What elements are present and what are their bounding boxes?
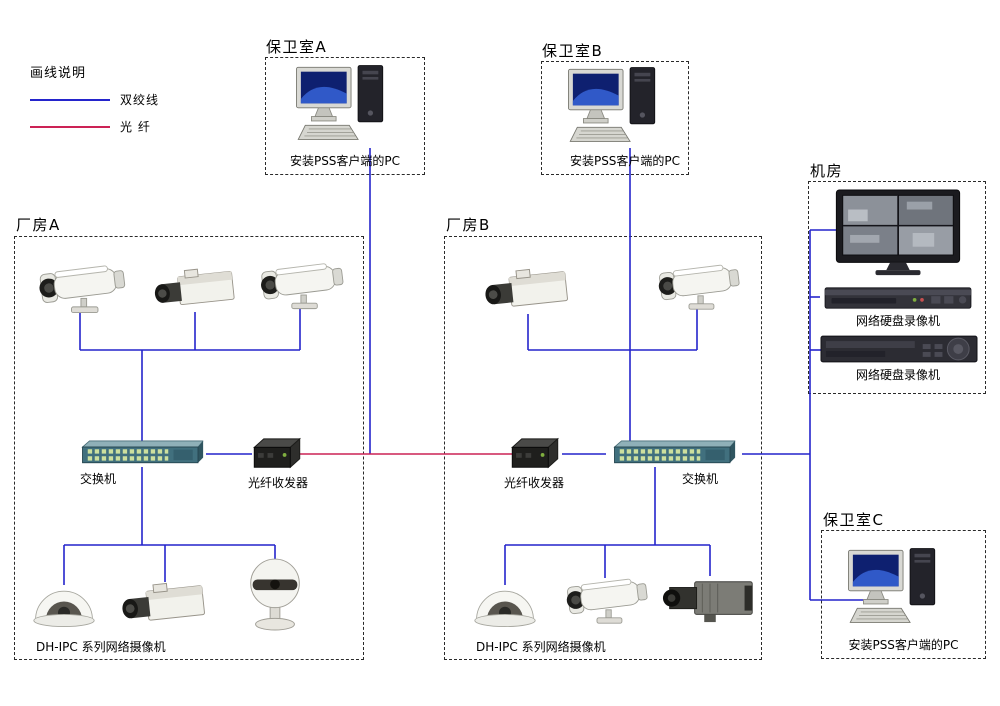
nvr-2-caption: 网络硬盘录像机: [855, 368, 940, 382]
zone-title-guard-room-c: 保卫室C: [823, 511, 885, 529]
fiber-transceiver-b-icon: [508, 436, 562, 472]
ptz-dome-camera-a-icon: [240, 556, 310, 636]
zone-factory-a: [14, 236, 364, 660]
pc-caption-guard-c: 安装PSS客户端的PC: [848, 638, 959, 652]
pc-workstation-guard-b-icon: [560, 64, 672, 152]
legend-item-fiber: 光 纤: [30, 118, 159, 135]
switch-a-caption: 交换机: [80, 472, 117, 486]
box-camera-a1-icon: [148, 262, 244, 318]
nvr-1-icon: [818, 286, 978, 310]
shoebox-camera-b-icon: [662, 570, 758, 630]
zone-guard-room-b: [541, 61, 689, 175]
zone-guard-room-a: [265, 57, 425, 175]
fiber-line-sample: [30, 125, 110, 128]
zone-title-factory-a: 厂房A: [16, 216, 61, 234]
zone-title-guard-room-b: 保卫室B: [542, 42, 604, 60]
pc-caption-guard-b: 安装PSS客户端的PC: [569, 154, 681, 168]
twisted-pair-cables: [63, 148, 872, 601]
fiber-transceiver-a-icon: [250, 436, 304, 472]
bullet-camera-b2-icon: [556, 572, 654, 628]
zone-factory-b: [444, 236, 762, 660]
camera-series-caption-factory-a: DH-IPC 系列网络摄像机: [36, 640, 166, 654]
legend-label-twisted-pair: 双绞线: [120, 93, 160, 107]
legend-item-twisted-pair: 双绞线: [30, 91, 159, 108]
zone-title-factory-b: 厂房B: [446, 216, 491, 234]
bullet-camera-a1-icon: [28, 258, 132, 318]
transceiver-b-caption: 光纤收发器: [503, 476, 564, 490]
legend: 画线说明 双绞线 光 纤: [30, 62, 159, 145]
switch-b-caption: 交换机: [682, 472, 719, 486]
switch-a-icon: [76, 440, 208, 468]
switch-b-icon: [606, 440, 742, 468]
bullet-camera-a2-icon: [250, 256, 350, 314]
dome-camera-b-icon: [470, 580, 540, 630]
transceiver-a-caption: 光纤收发器: [247, 476, 308, 490]
cctv-quad-monitor-icon: [834, 188, 962, 278]
pc-workstation-guard-c-icon: [840, 545, 952, 633]
zone-title-machine-room: 机房: [810, 162, 844, 180]
zone-guard-room-c: [821, 530, 986, 659]
bullet-camera-b1-icon: [648, 258, 746, 314]
nvr-2-icon: [820, 334, 978, 364]
dome-camera-a-icon: [28, 580, 100, 630]
twisted-pair-line-sample: [30, 98, 110, 101]
nvr-1-caption: 网络硬盘录像机: [855, 314, 940, 328]
box-camera-b1-icon: [478, 262, 578, 320]
zone-title-guard-room-a: 保卫室A: [266, 38, 328, 56]
box-camera-a2-icon: [115, 576, 215, 634]
legend-label-fiber: 光 纤: [120, 120, 151, 134]
legend-title: 画线说明: [30, 66, 87, 81]
pc-caption-guard-a: 安装PSS客户端的PC: [289, 154, 401, 168]
pc-workstation-guard-a-icon: [288, 62, 400, 150]
zone-machine-room: [808, 181, 986, 394]
camera-series-caption-factory-b: DH-IPC 系列网络摄像机: [476, 640, 606, 654]
